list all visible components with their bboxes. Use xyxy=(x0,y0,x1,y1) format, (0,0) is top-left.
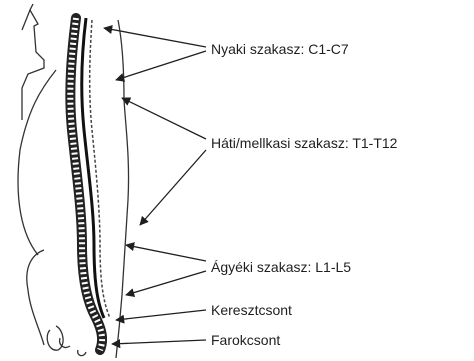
arrow-coccyx xyxy=(112,340,206,344)
label-sacrum: Keresztcsont xyxy=(211,302,292,318)
arrow-lumbar-2 xyxy=(126,271,206,295)
arrow-cervical-2 xyxy=(116,51,206,80)
arrow-cervical-1 xyxy=(104,28,206,47)
label-lumbar: Ágyéki szakasz: L1-L5 xyxy=(211,259,351,275)
arrow-thoracic-2 xyxy=(140,150,206,225)
label-arrows xyxy=(104,28,206,344)
label-coccyx: Farokcsont xyxy=(211,332,280,348)
arrow-thoracic-1 xyxy=(122,98,206,139)
arrow-sacrum xyxy=(116,310,206,320)
label-cervical: Nyaki szakasz: C1-C7 xyxy=(211,41,349,57)
label-thoracic: Háti/mellkasi szakasz: T1-T12 xyxy=(211,135,397,151)
spine xyxy=(70,18,110,350)
arrow-lumbar-1 xyxy=(126,245,206,261)
